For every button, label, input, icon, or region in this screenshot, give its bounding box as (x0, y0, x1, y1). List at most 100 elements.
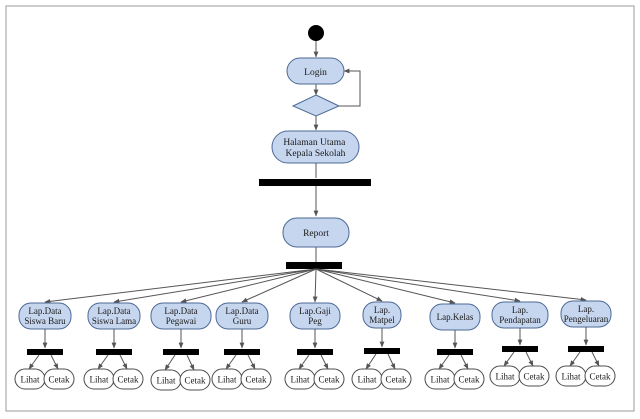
report-label-line: Lap. (512, 305, 528, 315)
fork-bar (96, 349, 132, 355)
bar-to-cetak-connector (591, 351, 600, 367)
bar-to-cetak-connector (186, 354, 195, 371)
home-label-line-2: Kepala Sekolah (286, 149, 346, 159)
cetak-node (313, 368, 345, 390)
lihat-label: Lihat (218, 375, 237, 385)
bar-to-lihat-connector (97, 354, 109, 370)
lihat-label: Lihat (496, 372, 515, 382)
report-label-line: Pegawai (166, 316, 197, 326)
fork-bar (224, 349, 260, 355)
bar-to-cetak-connector (50, 354, 59, 370)
report-node (282, 217, 350, 248)
diagram-frame (5, 5, 635, 412)
report-label-line: Siswa Baru (24, 316, 66, 326)
cetak-node (584, 365, 616, 387)
connectors-top (313, 41, 361, 262)
lihat-label: Lihat (431, 375, 450, 385)
report-label: Lap.Pengeluaran (564, 304, 609, 324)
bar-to-lihat-connector (569, 351, 581, 367)
branch-connector (312, 268, 318, 303)
lihat-label: Lihat (90, 375, 109, 385)
report-label-line: Pendapatan (499, 315, 541, 325)
bar-to-cetak-connector (247, 354, 256, 370)
cetak-node (453, 368, 485, 390)
report-label-line: Lap.Data (164, 306, 197, 316)
report-label: Report (303, 229, 329, 239)
cetak-node (43, 368, 75, 390)
report-label-line: Lap.Kelas (437, 312, 474, 322)
report-label-line: Lap.Gaji (299, 306, 331, 316)
cetak-label: Cetak (319, 375, 340, 385)
cetak-node (518, 365, 550, 387)
bar-to-lihat-connector (164, 354, 176, 371)
report-label-line: Lap. (578, 304, 594, 314)
report-label-line: Lap.Data (225, 306, 258, 316)
cetak-label: Cetak (590, 372, 611, 382)
cetak-label: Cetak (118, 375, 139, 385)
report-label-line: Lap.Data (28, 306, 61, 316)
report-label-line: Lap.Data (97, 306, 130, 316)
home-node (271, 130, 360, 164)
bar-to-cetak-connector (320, 354, 329, 370)
lihat-label: Lihat (562, 372, 581, 382)
fork-bar (437, 349, 473, 355)
report-label-line: Matpel (369, 315, 395, 325)
bar-to-lihat-connector (438, 354, 450, 370)
fork-bar-report (286, 262, 342, 269)
report-label: Lap.Pendapatan (499, 305, 541, 325)
report-label: Lap.Kelas (437, 312, 474, 322)
branch-connector (315, 268, 521, 303)
fork-bar (502, 346, 538, 352)
bar-to-cetak-connector (119, 354, 128, 370)
report-label-line: Peg (308, 316, 322, 326)
fork-bar (297, 349, 333, 355)
fork-bar-main (259, 179, 371, 186)
branch-connector (315, 268, 587, 302)
cetak-node (179, 369, 211, 391)
bar-to-lihat-connector (365, 353, 377, 370)
lihat-label: Lihat (157, 376, 176, 386)
bar-to-lihat-connector (225, 354, 237, 370)
cetak-label: Cetak (49, 375, 70, 385)
bar-to-lihat-connector (28, 354, 40, 370)
bar-to-lihat-connector (298, 354, 310, 370)
branch-connector (315, 268, 383, 302)
fork-bar (163, 349, 199, 355)
home-label: Halaman Utama Kepala Sekolah (283, 138, 347, 159)
report-label-line: Siswa Lama (92, 316, 136, 326)
decision-node (291, 94, 341, 117)
login-node (286, 57, 345, 85)
cetak-node (112, 368, 144, 390)
bar-to-cetak-connector (387, 353, 396, 370)
report-label-line: Guru (233, 316, 252, 326)
cetak-label: Cetak (185, 376, 206, 386)
home-label-line-1: Halaman Utama (283, 138, 346, 148)
start-node (308, 25, 324, 41)
fork-bar (568, 346, 604, 352)
lihat-label: Lihat (21, 375, 40, 385)
branch-connector (180, 268, 317, 304)
cetak-label: Cetak (524, 372, 545, 382)
report-label-line: Pengeluaran (564, 314, 609, 324)
branch-connector (113, 268, 317, 304)
cetak-label: Cetak (246, 375, 267, 385)
lihat-label: Lihat (358, 375, 377, 385)
branch-connector (315, 268, 456, 305)
bar-to-lihat-connector (503, 351, 515, 367)
